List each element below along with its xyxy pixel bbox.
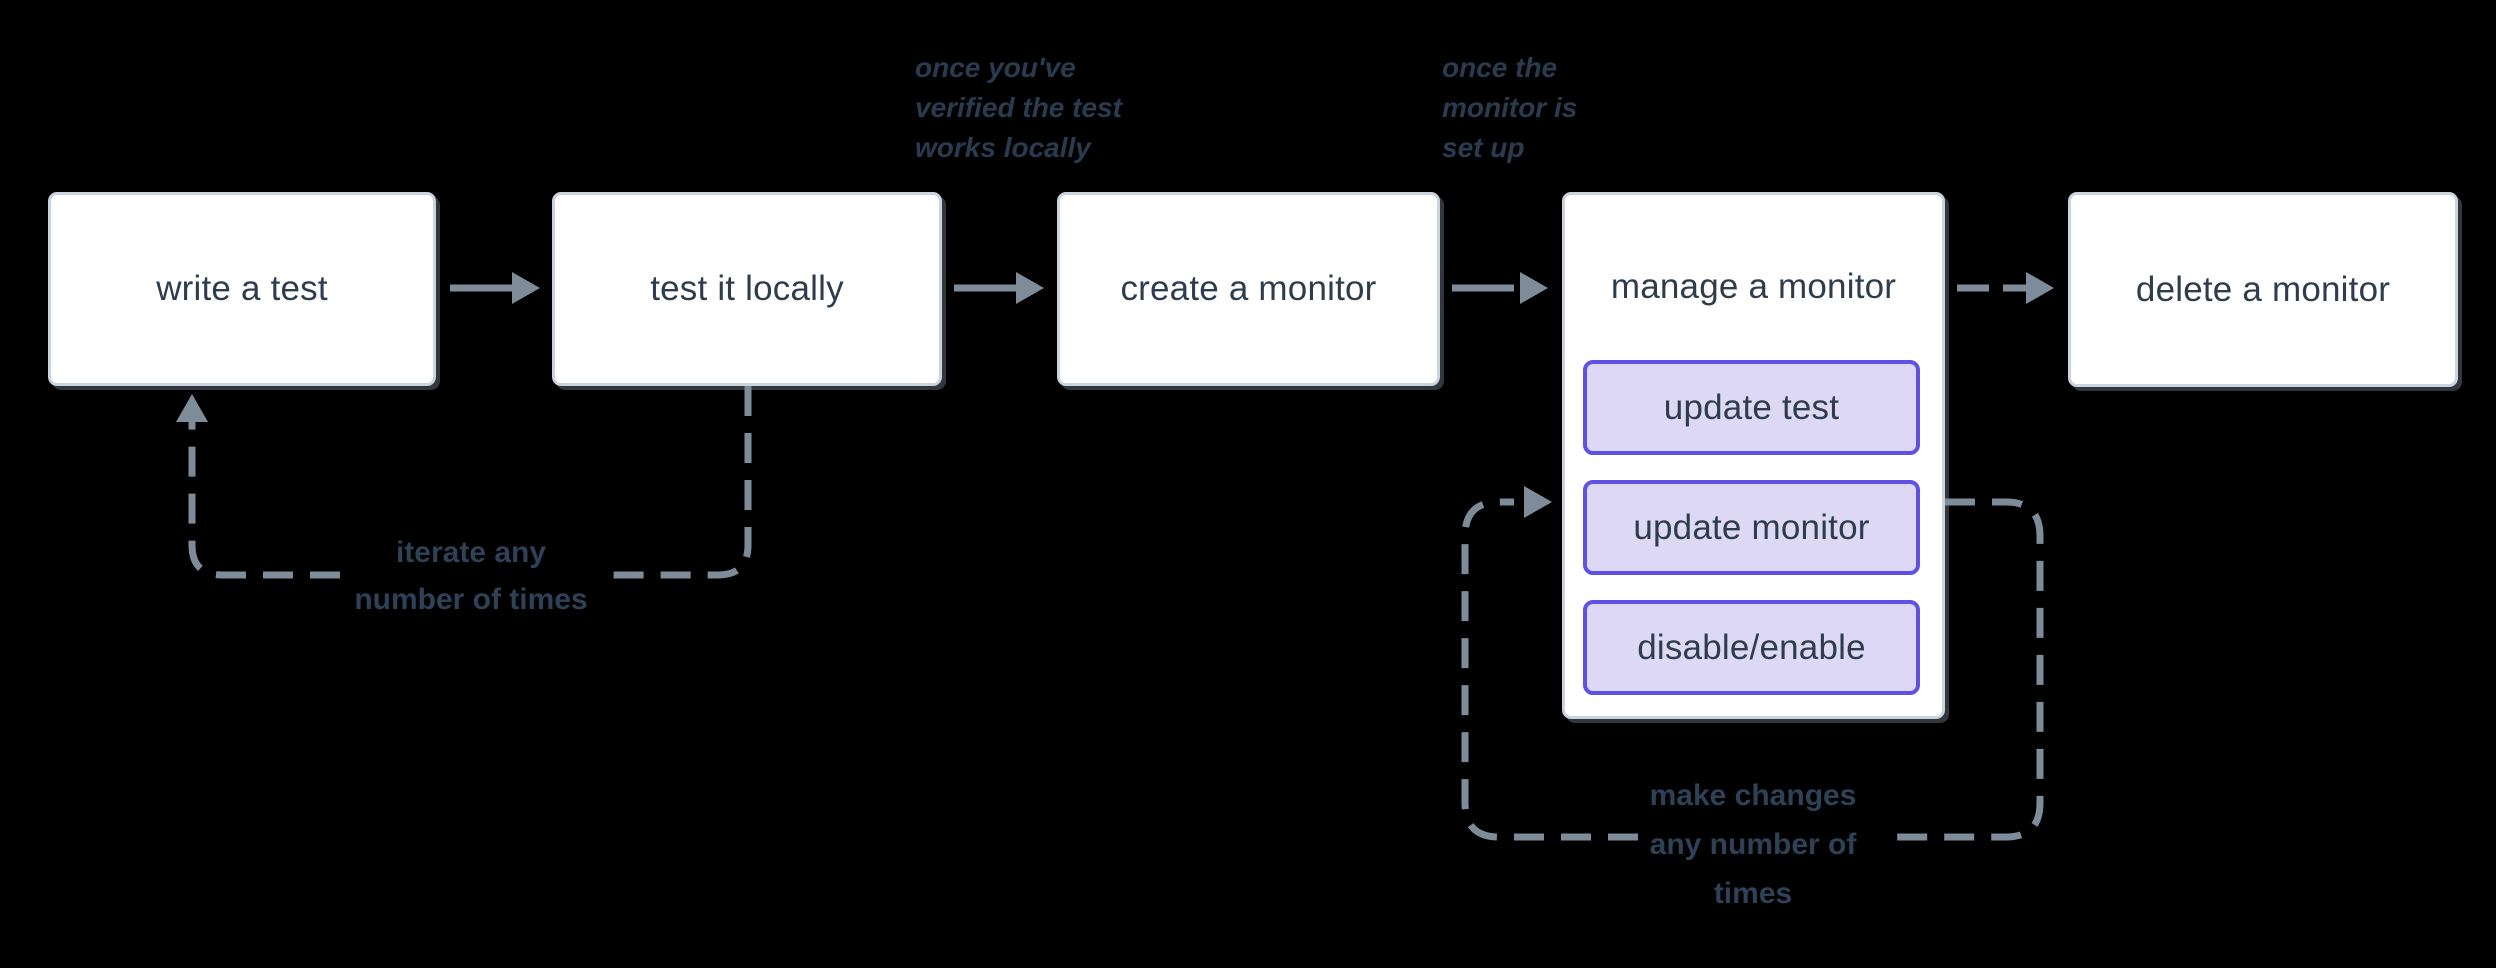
loop-label-iterate: iterate any number of times (354, 536, 588, 616)
action-update-test: update test (1583, 360, 1920, 455)
loop-iterate-arrowhead-icon (176, 394, 208, 422)
node-test-it-locally-label: test it locally (650, 269, 844, 308)
action-disable-enable-label: disable/enable (1637, 627, 1866, 667)
node-manage-a-monitor: manage a monitor update test update moni… (1562, 192, 1945, 719)
action-update-monitor: update monitor (1583, 480, 1920, 575)
action-update-test-label: update test (1663, 387, 1840, 427)
node-delete-a-monitor: delete a monitor (2068, 192, 2458, 387)
node-write-a-test-label: write a test (156, 269, 328, 308)
loop-make-changes-arrowhead-icon (1524, 486, 1552, 518)
arrow-manage-to-delete-dashed (1957, 272, 2054, 304)
action-disable-enable: disable/enable (1583, 600, 1920, 695)
node-test-it-locally: test it locally (552, 192, 942, 386)
annotation-once-verified: once you've verified the test works loca… (915, 52, 1122, 163)
node-create-a-monitor-label: create a monitor (1120, 269, 1377, 308)
node-write-a-test: write a test (48, 192, 436, 386)
arrow-write-to-test (450, 272, 540, 304)
arrow-test-to-create (954, 272, 1044, 304)
loop-label-make-changes: make changes any number of times (1649, 779, 1857, 910)
node-manage-a-monitor-label: manage a monitor (1610, 267, 1897, 306)
node-create-a-monitor: create a monitor (1057, 192, 1440, 386)
node-delete-a-monitor-label: delete a monitor (2135, 269, 2391, 309)
annotation-once-set-up: once the monitor is set up (1442, 52, 1578, 163)
action-update-monitor-label: update monitor (1633, 507, 1870, 547)
arrow-create-to-manage (1452, 272, 1548, 304)
